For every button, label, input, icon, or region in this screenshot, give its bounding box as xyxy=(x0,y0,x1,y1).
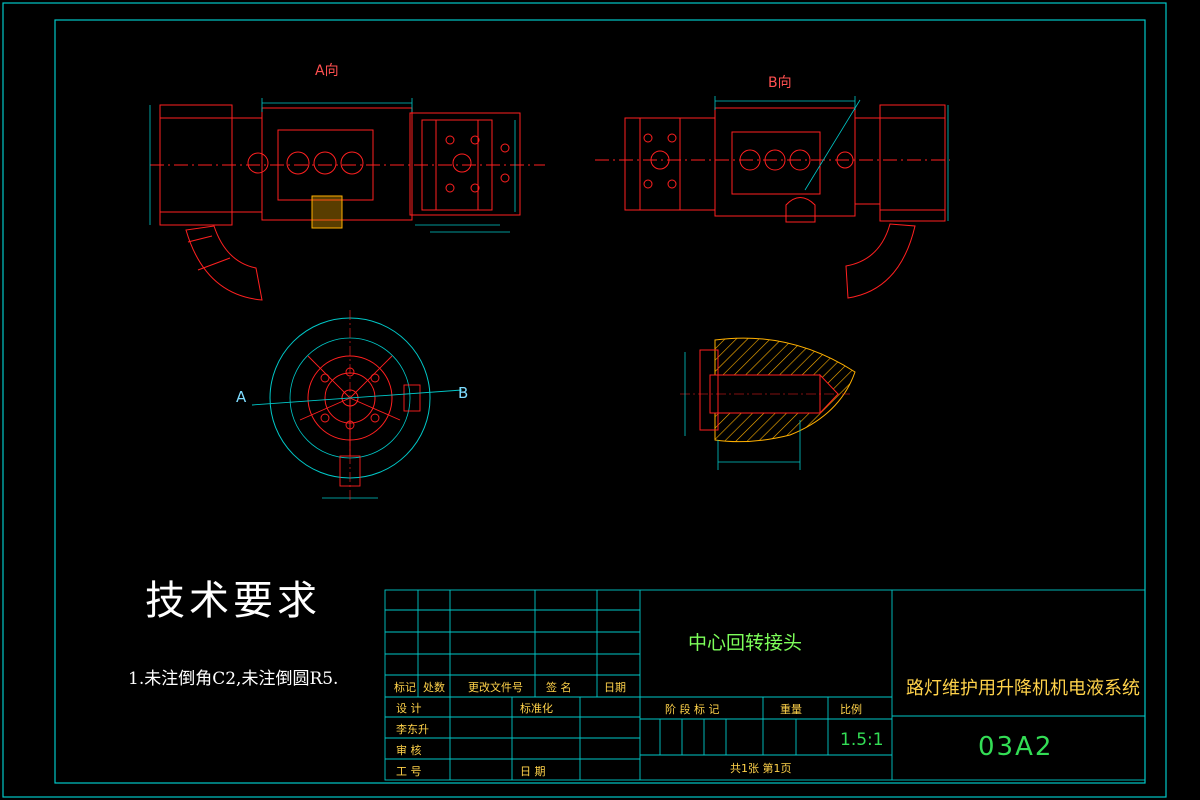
label-checker: 李东升 xyxy=(396,723,429,736)
label-date: 日 期 xyxy=(520,765,546,778)
system-name: 路灯维护用升降机机电液系统 xyxy=(906,678,1140,699)
view-b xyxy=(595,104,950,299)
label-scale-header: 比例 xyxy=(840,703,862,716)
requirements-title: 技术要求 xyxy=(145,578,321,624)
label-sheets: 共1张 第1页 xyxy=(730,762,792,775)
label-stage-mark: 阶 段 标 记 xyxy=(665,703,720,716)
header-date: 日期 xyxy=(604,681,626,694)
title-block-grid xyxy=(384,589,1146,781)
view-b-arm xyxy=(845,223,916,299)
section-label-b: B xyxy=(458,384,469,402)
scale-value: 1.5:1 xyxy=(840,730,884,750)
section-line-ab xyxy=(251,389,463,406)
section-label-a: A xyxy=(236,388,247,406)
view-a-arm xyxy=(185,225,263,301)
view-b-dimensions xyxy=(714,96,949,221)
view-b-flange xyxy=(624,117,716,211)
section-view xyxy=(680,337,856,470)
header-change-doc: 更改文件号 xyxy=(468,681,523,694)
header-count: 处数 xyxy=(423,681,445,694)
label-review: 审 核 xyxy=(396,744,422,757)
inner-frame xyxy=(54,19,1146,784)
view-b-label: B向 xyxy=(768,75,792,91)
header-mark: 标记 xyxy=(394,681,416,694)
view-a-label: A向 xyxy=(315,63,339,79)
view-a xyxy=(150,104,545,301)
header-signature: 签 名 xyxy=(546,681,572,694)
label-standardization: 标准化 xyxy=(520,702,553,715)
drawing-code: 03A2 xyxy=(978,732,1054,762)
view-a-flange xyxy=(409,112,521,216)
label-weight: 重量 xyxy=(780,703,802,716)
view-a-drum xyxy=(159,104,233,226)
requirement-item: 1.未注倒角C2,未注倒圆R5. xyxy=(128,669,339,689)
view-a-body xyxy=(261,107,413,221)
label-process: 工 号 xyxy=(396,765,422,778)
view-a-dimensions xyxy=(149,98,516,233)
label-design: 设 计 xyxy=(396,702,422,715)
round-view xyxy=(251,310,463,500)
part-name: 中心回转接头 xyxy=(688,632,803,654)
view-b-drum xyxy=(879,104,946,222)
outer-border xyxy=(2,2,1167,798)
